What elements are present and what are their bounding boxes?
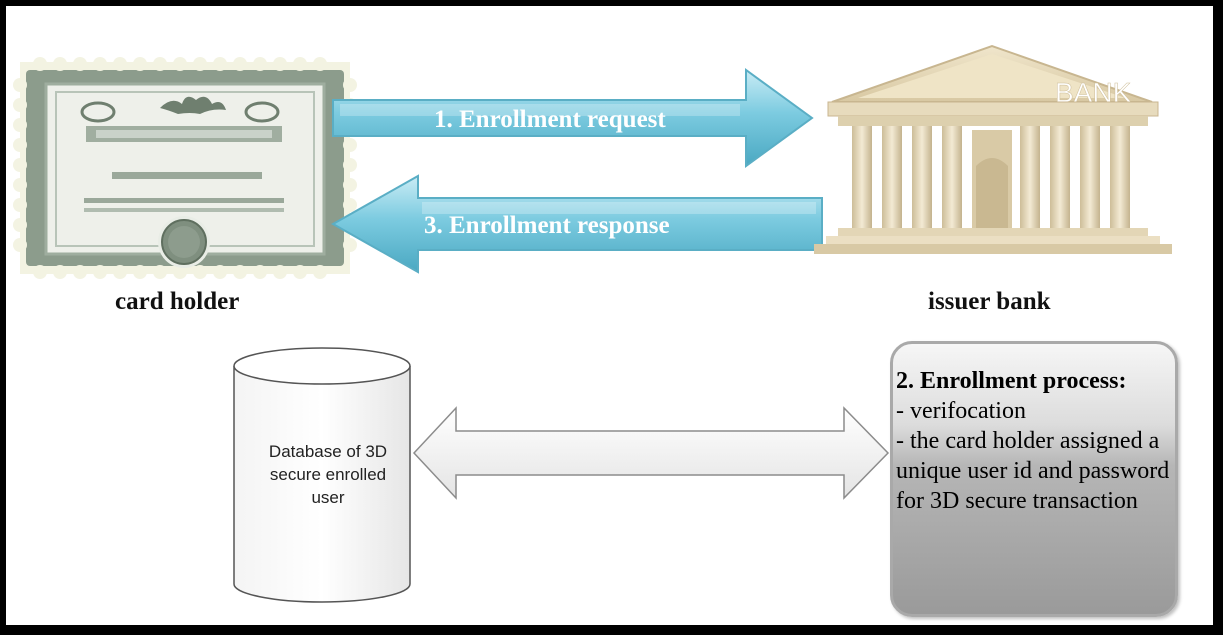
bank-building-icon: BANK xyxy=(814,44,1172,254)
enrollment-response-arrow xyxy=(330,174,823,274)
enrollment-request-arrow xyxy=(332,68,814,168)
diagram-artwork: BANK xyxy=(13,44,1172,603)
enrollment-process-box: 2. Enrollment process: - verifocation - … xyxy=(890,341,1178,617)
database-cylinder-icon xyxy=(233,347,411,603)
enrollment-request-label: 1. Enrollment request xyxy=(434,106,666,133)
process-step: - verifocation xyxy=(896,398,1026,424)
eagle-emblem xyxy=(160,96,226,114)
database-link-arrow xyxy=(412,406,890,500)
enrollment-response-label: 3. Enrollment response xyxy=(424,212,670,239)
process-title: 2. Enrollment process: xyxy=(896,368,1127,394)
process-step: - the card holder assigned a unique user… xyxy=(896,428,1170,514)
card-holder-caption: card holder xyxy=(115,288,240,315)
certificate-icon xyxy=(13,57,357,279)
database-label-line: user xyxy=(311,488,345,507)
database-label: Database of 3D secure enrolled user xyxy=(238,440,418,509)
database-label-line: Database of 3D xyxy=(268,442,388,461)
issuer-bank-caption: issuer bank xyxy=(928,288,1051,315)
database-label-line: secure enrolled xyxy=(269,465,387,484)
